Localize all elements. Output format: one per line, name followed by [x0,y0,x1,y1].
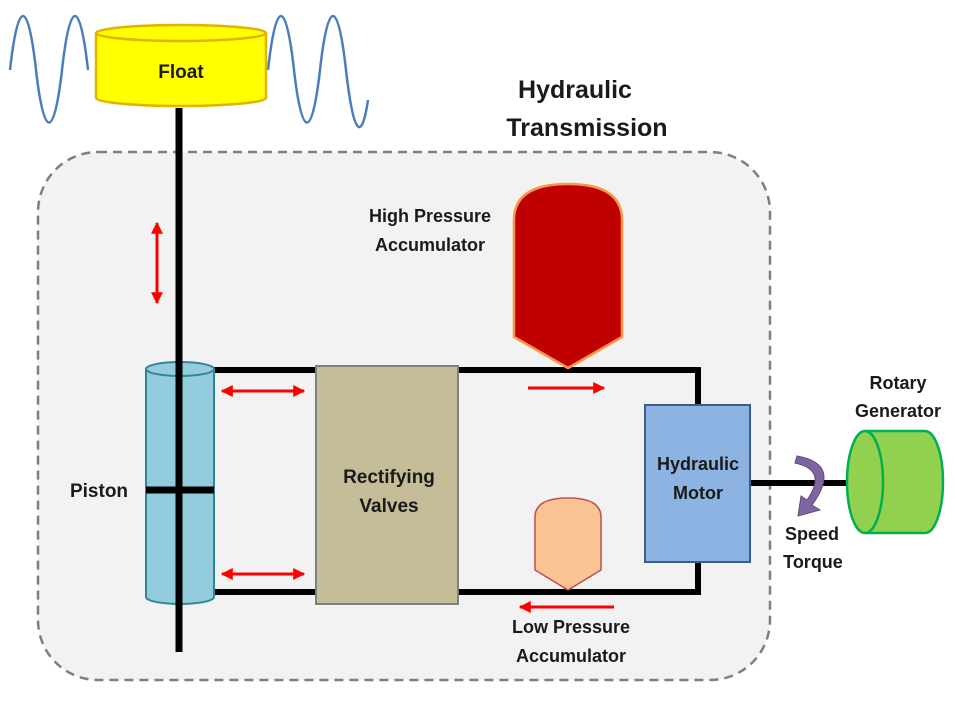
valves-label-line2: Valves [359,496,418,517]
hydraulic-motor [644,404,751,563]
low-pressure-accumulator [534,497,602,591]
float-label: Float [158,62,204,83]
generator-label-line1: Rotary [869,373,926,393]
piston-label: Piston [70,481,128,502]
motor-label-line1: Hydraulic [657,454,739,474]
hydraulic-lines [210,367,848,595]
generator-label-line2: Generator [855,401,941,421]
lp-accumulator-label-line2: Accumulator [516,646,626,666]
speed-label: Speed [785,524,839,544]
title-line2: Transmission [506,114,667,142]
motor-label-line2: Motor [673,483,723,503]
rotation-arrow [794,455,825,517]
torque-label: Torque [783,552,843,572]
hp-accumulator-label-line1: High Pressure [369,206,491,226]
title-line1: Hydraulic [518,76,632,104]
float [94,23,268,108]
high-pressure-accumulator [512,182,624,370]
rotary-generator [845,429,945,535]
wave-left [8,15,90,124]
lp-accumulator-label-line1: Low Pressure [512,617,630,637]
wave-right [266,15,370,129]
hp-accumulator-label-line2: Accumulator [375,235,485,255]
valves-label-line1: Rectifying [343,467,435,488]
rectifying-valves [315,365,459,605]
